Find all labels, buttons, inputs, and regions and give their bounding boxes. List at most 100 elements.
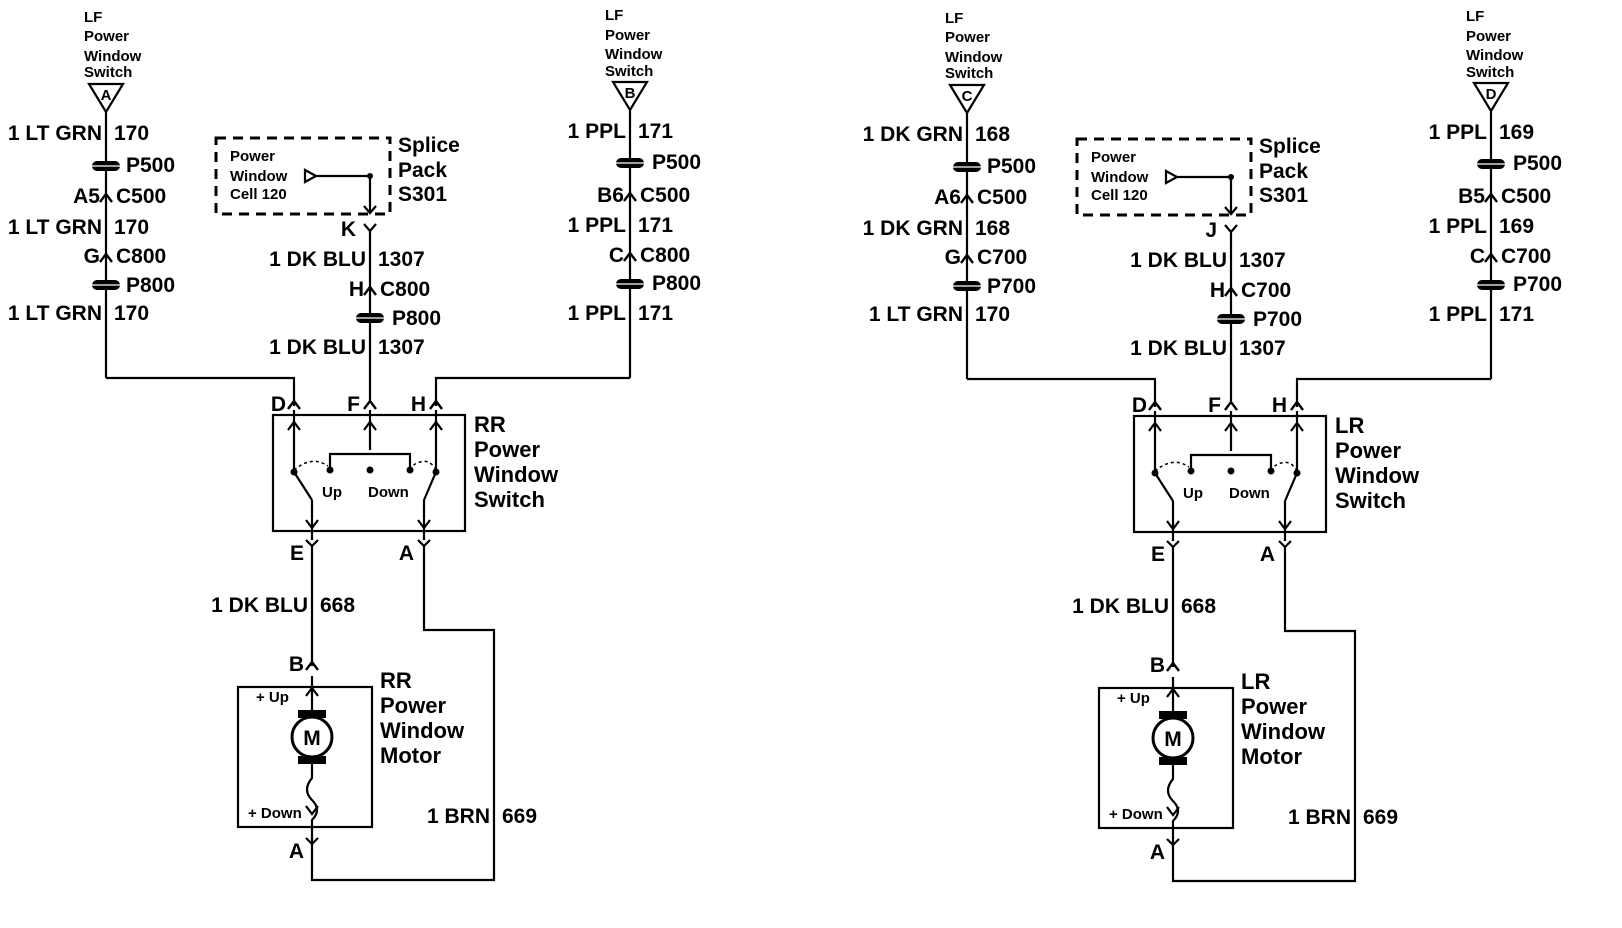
source-label: Switch <box>1466 64 1514 81</box>
pin-label: E <box>1151 543 1165 566</box>
pin-label: C <box>1470 245 1485 268</box>
connector-id: P800 <box>126 274 175 297</box>
splice-title: Splice <box>398 134 460 157</box>
pin-label: A <box>399 542 414 565</box>
connector-id: P800 <box>392 307 441 330</box>
connector-terminal <box>1166 838 1180 847</box>
motor-icon <box>1151 716 1195 760</box>
splice-arrow-icon <box>303 168 319 184</box>
terminal-letter: D <box>1486 86 1497 103</box>
wire-color: 1 LT GRN <box>8 302 102 325</box>
source-label: Power <box>84 28 129 45</box>
pin-label: D <box>1132 394 1147 417</box>
arrow-icon <box>363 420 377 431</box>
splice-pack-box <box>214 136 392 216</box>
wire-color: 1 LT GRN <box>8 216 102 239</box>
switch-terminal <box>1223 400 1239 412</box>
switch-title: Switch <box>474 487 545 512</box>
switch-contact <box>326 466 334 474</box>
wire <box>328 452 412 470</box>
circuit-number: 171 <box>638 214 673 237</box>
wire-color: 1 BRN <box>427 805 490 828</box>
connector-id: C700 <box>1501 245 1551 268</box>
wire-color: 1 PPL <box>1429 303 1488 326</box>
connector-id: P700 <box>1513 273 1562 296</box>
source-label: Switch <box>605 63 653 80</box>
arrow-icon <box>1166 520 1180 531</box>
arrow-icon <box>1290 421 1304 432</box>
switch-throw-indicator <box>293 460 329 471</box>
motor-title: Window <box>380 718 465 743</box>
wire-color: 1 DK BLU <box>1072 595 1169 618</box>
pin-label: B6 <box>597 184 624 207</box>
source-terminal-triangle <box>87 82 125 115</box>
arrow-icon <box>305 805 319 816</box>
pin-label: A6 <box>934 186 961 209</box>
switch-contact <box>366 466 374 474</box>
pin-label: H <box>1272 394 1287 417</box>
source-label: Power <box>1466 28 1511 45</box>
motor-title: Window <box>1241 719 1326 744</box>
connector-id: P800 <box>652 272 701 295</box>
inline-connector <box>952 280 982 292</box>
inline-connector <box>1476 158 1506 170</box>
circuit-number: 169 <box>1499 215 1534 238</box>
terminal-letter: B <box>625 85 636 102</box>
switch-contact <box>1227 467 1235 475</box>
circuit-number: 170 <box>114 122 149 145</box>
connector-terminal <box>417 539 431 548</box>
splice-title: Splice <box>1259 135 1321 158</box>
pin-label: H <box>1210 279 1225 302</box>
wire-color: 1 DK GRN <box>863 217 963 240</box>
connector-terminal <box>1278 540 1292 549</box>
arrow-icon <box>287 420 301 431</box>
pin-label: C <box>609 244 624 267</box>
switch-title: Switch <box>1335 488 1406 513</box>
wire <box>1189 453 1273 471</box>
wire-color: 1 PPL <box>568 120 627 143</box>
circuit-number: 170 <box>114 302 149 325</box>
connector-terminal <box>305 837 319 846</box>
motor-icon <box>290 715 334 759</box>
connector-id: P500 <box>126 154 175 177</box>
circuit-number: 1307 <box>1239 337 1286 360</box>
switch-title: Power <box>1335 438 1401 463</box>
wire-to-switch-d <box>106 376 296 406</box>
switch-blade <box>293 471 313 501</box>
motor-down-label: + Down <box>1109 806 1163 823</box>
switch-throw-indicator <box>411 460 437 471</box>
splice-cell-label: Power <box>230 148 275 165</box>
switch-blade <box>1283 472 1299 502</box>
motor-box <box>236 685 374 829</box>
splice-title: Pack <box>1259 160 1308 183</box>
switch-title: Power <box>474 437 540 462</box>
wire-color: 1 PPL <box>568 302 627 325</box>
motor-winding <box>1166 765 1180 849</box>
switch-throw-indicator <box>1154 461 1190 472</box>
switch-title: LR <box>1335 413 1364 438</box>
circuit-number: 171 <box>638 120 673 143</box>
connector-id: C800 <box>116 245 166 268</box>
pin-label: B <box>289 653 304 676</box>
motor-up-label: + Up <box>256 689 289 706</box>
motor-title: Motor <box>1241 744 1303 769</box>
wire-color: 1 LT GRN <box>869 303 963 326</box>
wire-color: 1 PPL <box>1429 121 1488 144</box>
connector-id: P500 <box>987 155 1036 178</box>
connector-terminal <box>1224 224 1238 234</box>
switch-up-label: Up <box>322 484 342 501</box>
circuit-number: 170 <box>114 216 149 239</box>
motor-brush <box>1159 711 1187 719</box>
inline-connector <box>1216 313 1246 325</box>
inline-connector <box>355 312 385 324</box>
switch-down-label: Down <box>368 484 409 501</box>
motor-brush <box>298 756 326 764</box>
source-label: Power <box>945 29 990 46</box>
source-label: LF <box>945 10 963 27</box>
pin-label: K <box>341 218 356 241</box>
switch-down-label: Down <box>1229 485 1270 502</box>
motor-title: RR <box>380 668 412 693</box>
